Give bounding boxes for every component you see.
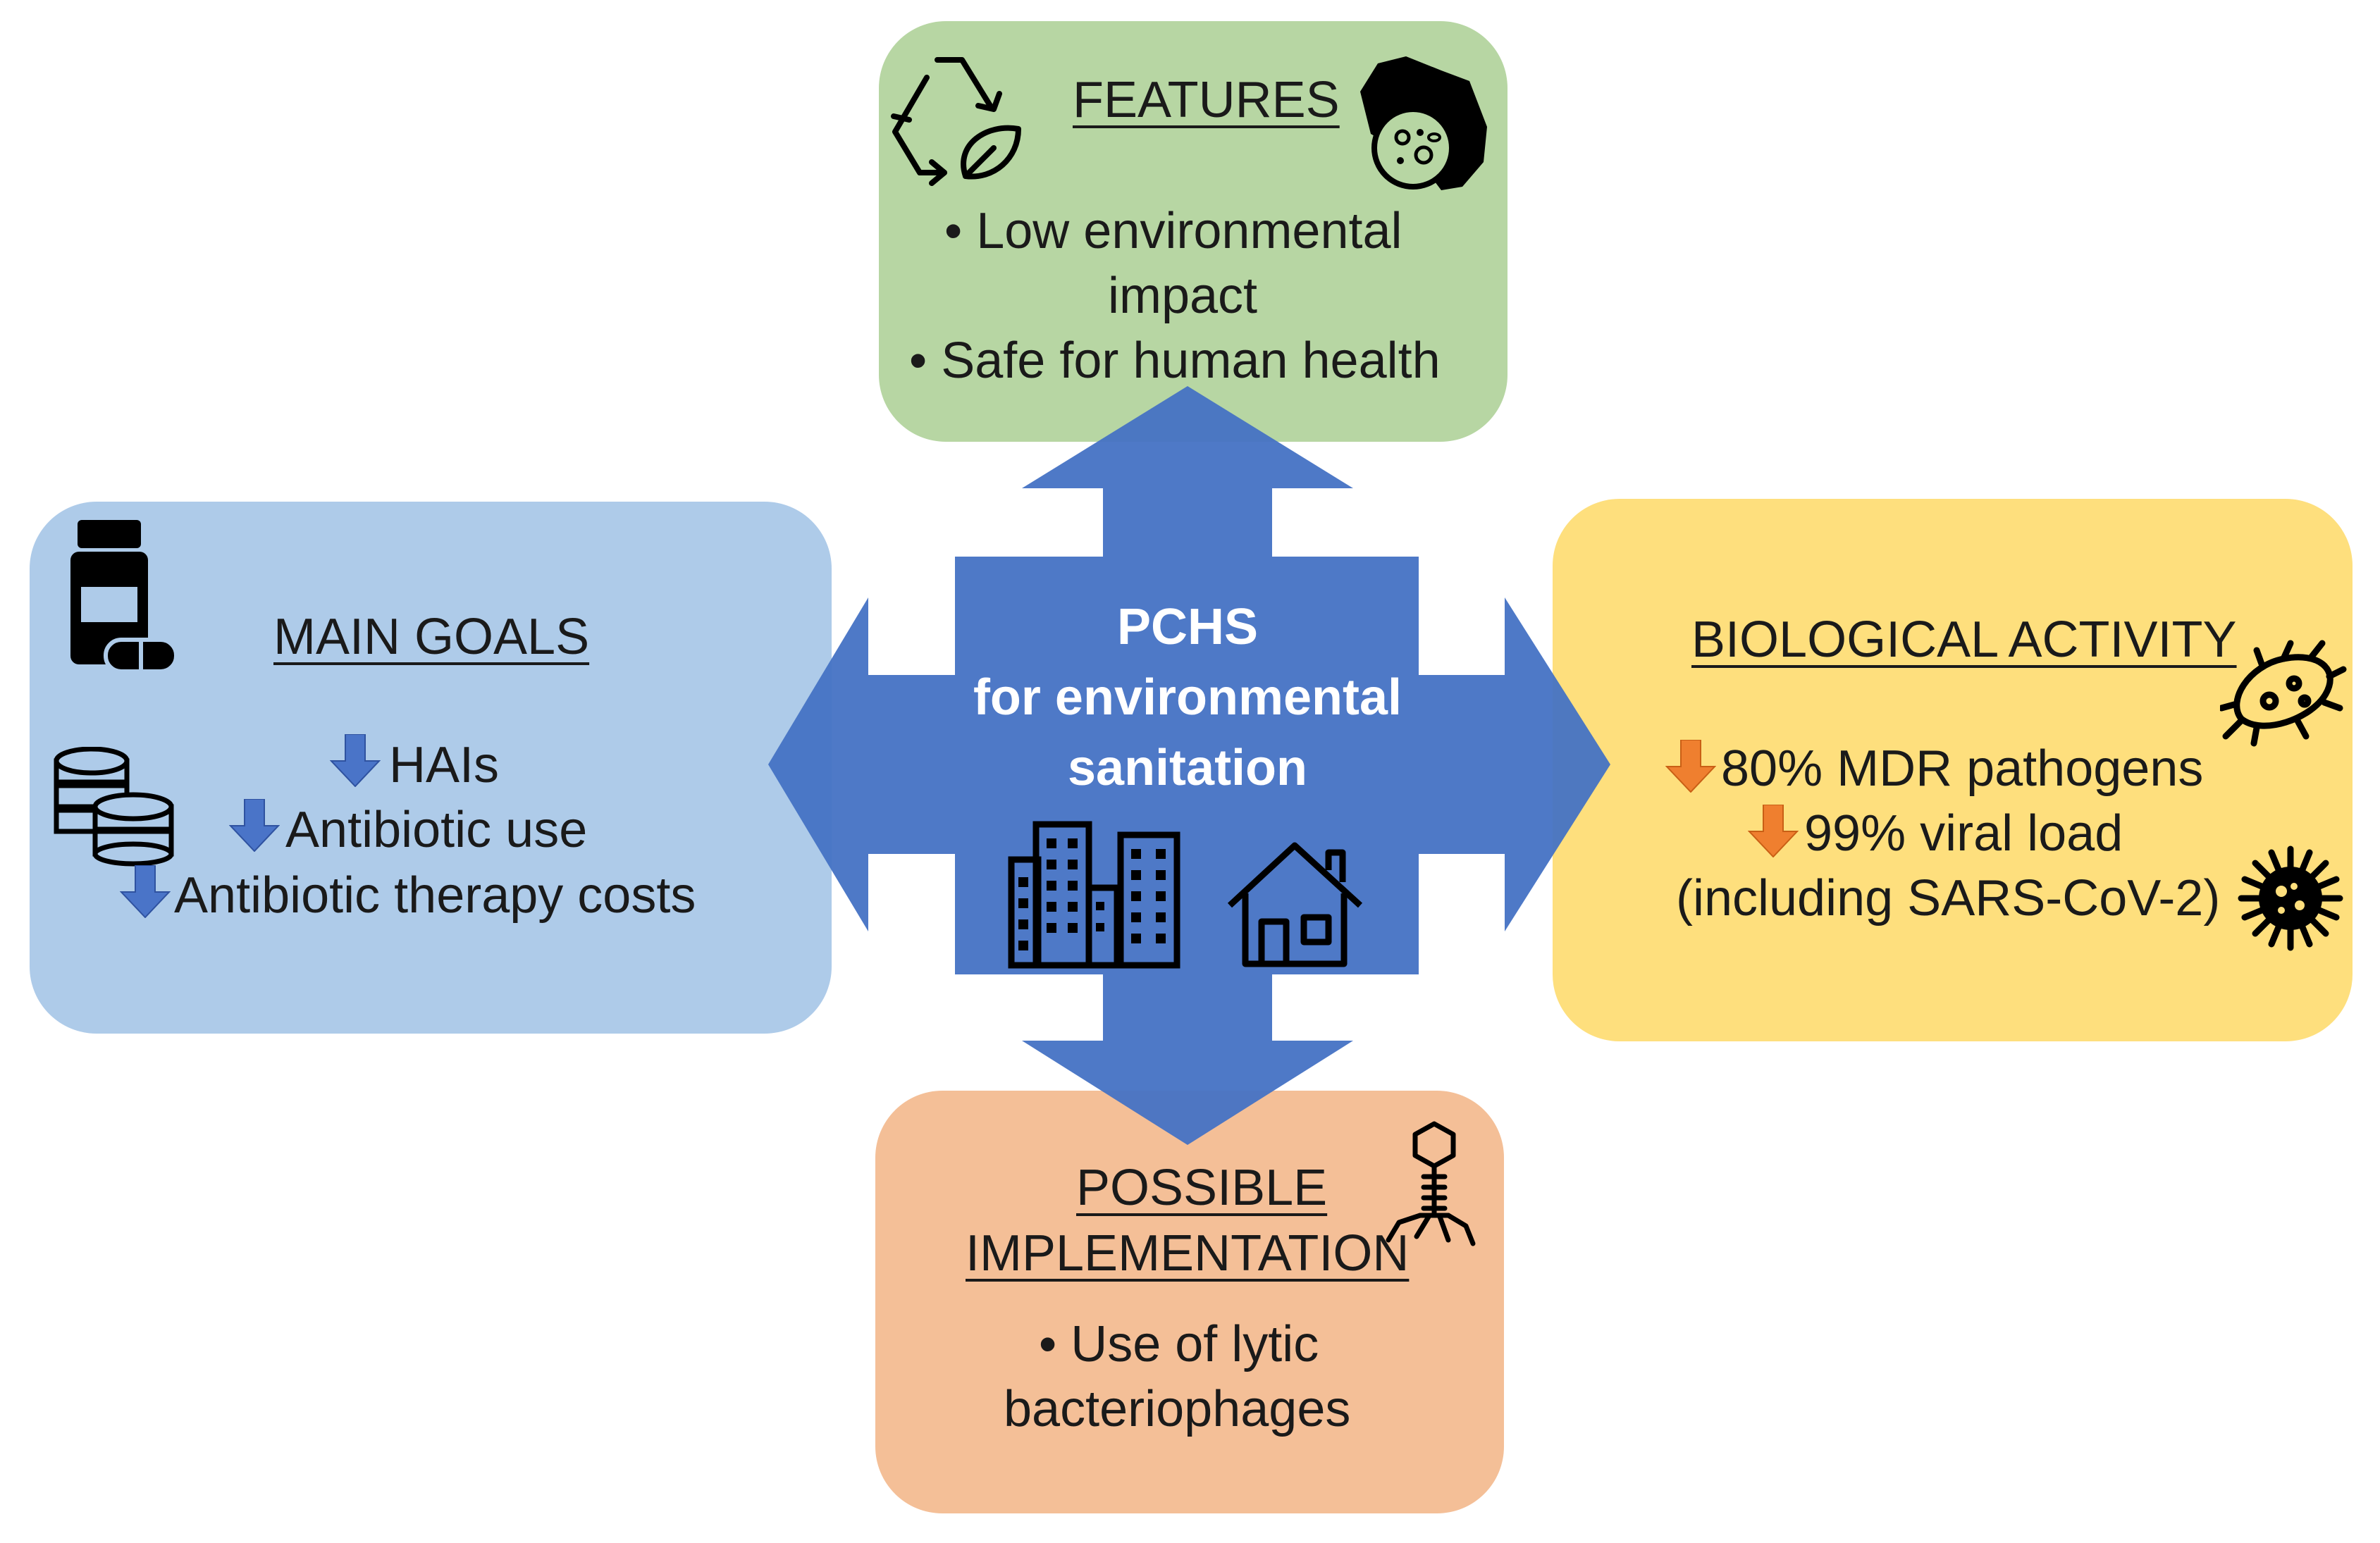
biological-activity-item-3: (including SARS-CoV-2) <box>1676 870 2221 927</box>
bacterium-icon <box>2220 640 2347 747</box>
main-goals-item-1: HAIs <box>389 737 500 793</box>
biological-activity-title: BIOLOGICAL ACTIVITY <box>1691 612 2237 668</box>
recycle-leaf-icon <box>891 57 1021 186</box>
down-arrow-icon <box>1748 805 1799 857</box>
down-arrow-icon <box>1665 740 1716 793</box>
bacteriophage-icon <box>1386 1121 1476 1246</box>
house-icon <box>1227 842 1363 967</box>
hand-bacteria-icon <box>1360 56 1487 190</box>
down-arrow-icon <box>120 865 171 918</box>
main-goals-item-2: Antibiotic use <box>285 802 588 858</box>
possible-implementation-item-1: • Use of lytic <box>1039 1316 1319 1372</box>
virus-icon <box>2238 845 2343 951</box>
main-goals-item-3: Antibiotic therapy costs <box>174 867 696 924</box>
main-goals-title: MAIN GOALS <box>273 609 590 665</box>
down-arrow-icon <box>330 734 381 787</box>
features-title: FEATURES <box>1073 72 1340 128</box>
buildings-icon <box>1008 821 1180 969</box>
pill-bottle-icon <box>70 520 178 674</box>
down-arrow-icon <box>229 799 280 852</box>
center-title-line2: for environmental <box>973 669 1402 726</box>
coins-icon <box>54 747 174 867</box>
center-title-line1: PCHS <box>1116 599 1259 655</box>
features-item-2: impact <box>1108 268 1258 324</box>
possible-implementation-title-line1: POSSIBLE <box>1076 1160 1328 1216</box>
center-title-line3: sanitation <box>1067 740 1308 796</box>
biological-activity-item-1: 80% MDR pathogens <box>1721 740 2204 797</box>
center-title: PCHS for environmental sanitation <box>916 592 1459 803</box>
features-item-3: • Safe for human health <box>909 333 1441 389</box>
features-item-1: • Low environmental <box>944 203 1402 259</box>
possible-implementation-title-line2: IMPLEMENTATION <box>966 1225 1410 1282</box>
possible-implementation-box <box>875 1091 1504 1513</box>
possible-implementation-item-2: bacteriophages <box>1004 1381 1351 1437</box>
main-goals-box <box>30 502 832 1034</box>
biological-activity-item-2: 99% viral load <box>1804 805 2123 862</box>
